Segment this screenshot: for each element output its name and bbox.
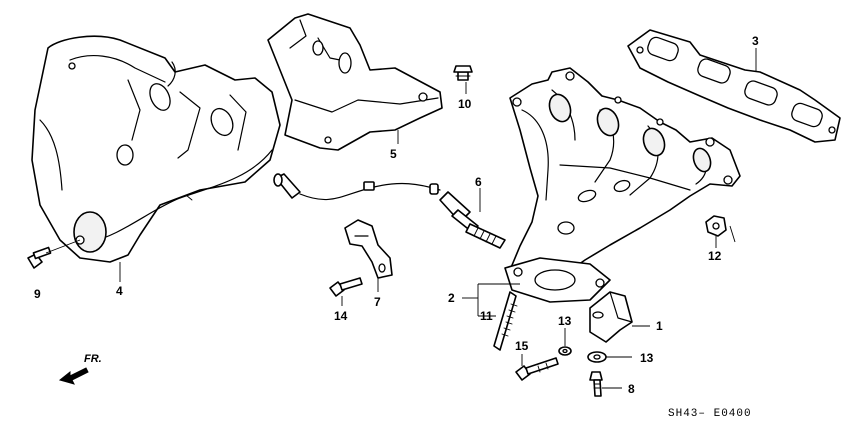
callout-2: 2 bbox=[448, 291, 455, 305]
drawing-code: SH43– E0400 bbox=[668, 408, 752, 420]
callout-12: 12 bbox=[708, 249, 722, 263]
washer-13b bbox=[587, 351, 632, 363]
oxygen-sensor bbox=[273, 173, 506, 249]
heat-shield-upper bbox=[267, 13, 443, 151]
callout-13-lower: 13 bbox=[640, 351, 654, 365]
callout-7: 7 bbox=[374, 295, 381, 309]
callout-11: 11 bbox=[480, 309, 493, 323]
callout-4: 4 bbox=[116, 284, 123, 298]
callout-1: 1 bbox=[656, 319, 663, 333]
fr-label: FR. bbox=[84, 353, 102, 365]
callout-8: 8 bbox=[628, 382, 635, 396]
sensor-bracket-7 bbox=[344, 219, 393, 292]
bolt-10 bbox=[453, 65, 473, 94]
callout-13-upper: 13 bbox=[558, 314, 572, 328]
stud-11 bbox=[493, 291, 518, 351]
bracket-1 bbox=[589, 291, 650, 343]
callout-15: 15 bbox=[515, 339, 529, 353]
leader-2-11 bbox=[462, 283, 520, 317]
callout-10: 10 bbox=[458, 97, 472, 111]
callout-9: 9 bbox=[34, 287, 41, 301]
nut-12 bbox=[705, 215, 727, 248]
callout-6: 6 bbox=[475, 175, 482, 189]
front-direction-arrow: FR. bbox=[58, 353, 102, 385]
washer-13a bbox=[558, 346, 572, 356]
bolt-8 bbox=[589, 371, 622, 397]
exhaust-manifold bbox=[504, 67, 741, 303]
manifold-gasket bbox=[627, 29, 841, 143]
bolt-9 bbox=[27, 239, 81, 269]
bolt-15 bbox=[515, 357, 559, 381]
callout-3: 3 bbox=[752, 34, 759, 48]
bolt-14 bbox=[329, 277, 363, 306]
callout-5: 5 bbox=[390, 147, 397, 161]
callout-14: 14 bbox=[334, 309, 348, 323]
heat-shield-lower bbox=[31, 35, 281, 263]
